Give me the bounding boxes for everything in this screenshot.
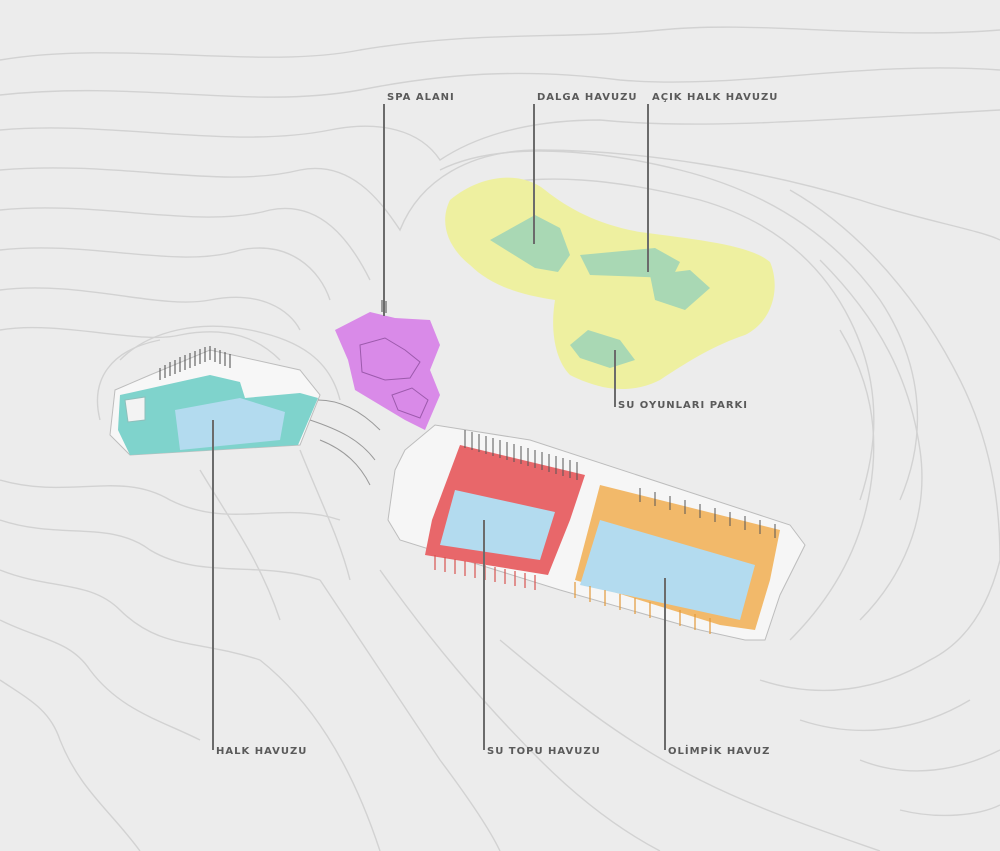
su-oyunlari-pool: [570, 330, 635, 368]
contour-lines: [0, 26, 1000, 851]
halk-pool: [175, 398, 285, 450]
dalga-pool: [490, 215, 570, 272]
olympic-building: [387, 424, 806, 641]
walkway: [309, 399, 381, 486]
label-halk-havuzu: HALK HAVUZU: [216, 746, 308, 757]
label-su-topu-havuzu: SU TOPU HAVUZU: [487, 746, 601, 757]
label-acik-halk-havuzu: AÇIK HALK HAVUZU: [652, 92, 779, 103]
water-polo-pool: [440, 490, 555, 560]
leader-su-topu: [483, 520, 485, 750]
spa-zone: [335, 312, 440, 430]
leader-acik-halk: [647, 104, 649, 272]
label-dalga-havuzu: DALGA HAVUZU: [537, 92, 638, 103]
label-spa-alani: SPA ALANI: [387, 92, 455, 103]
acik-halk-pool-2: [650, 270, 710, 310]
leader-spa: [383, 104, 385, 316]
leader-dalga: [533, 104, 535, 244]
olympic-pool: [580, 520, 755, 620]
label-olimpik-havuz: OLİMPİK HAVUZ: [668, 746, 771, 757]
leader-halk: [212, 420, 214, 750]
halk-havuzu-building: [109, 346, 321, 456]
spa-alani-zone: [335, 300, 440, 430]
yellow-pools-zone: [445, 177, 775, 390]
leader-su-oyunlari: [614, 350, 616, 407]
leader-olimpik: [664, 578, 666, 750]
acik-halk-pool: [580, 248, 680, 278]
label-su-oyunlari-parki: SU OYUNLARI PARKI: [618, 400, 749, 411]
